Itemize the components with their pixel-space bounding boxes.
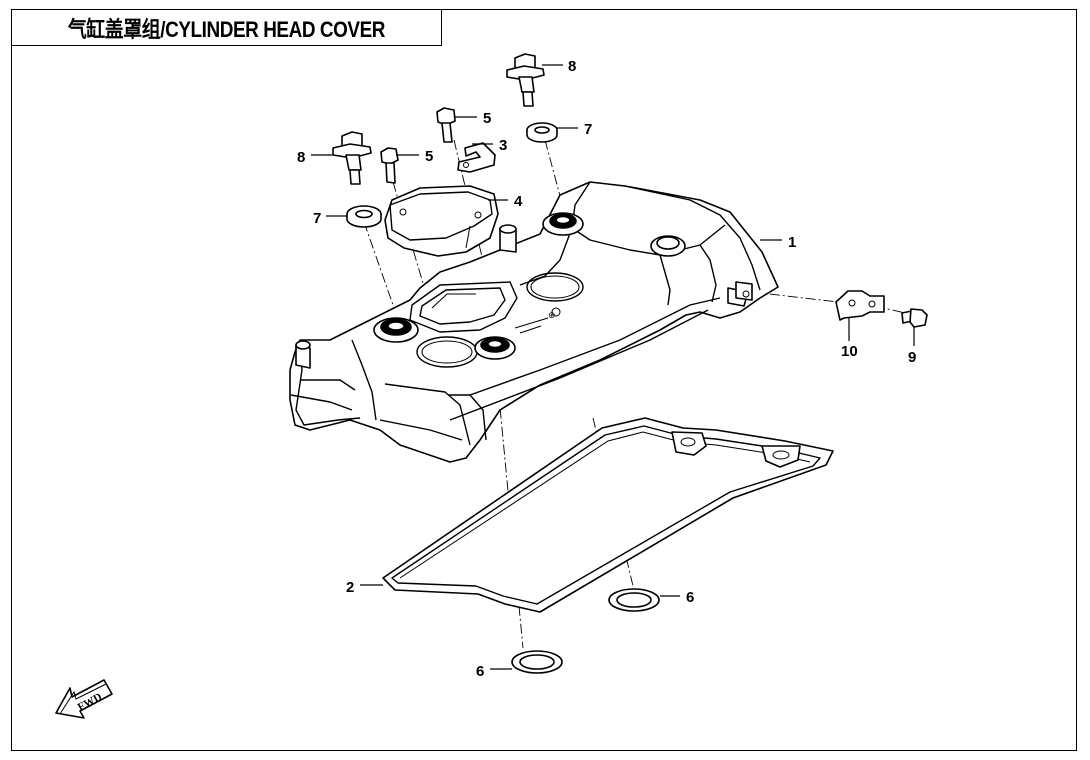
breather-plate (384, 185, 499, 257)
clamp-bracket (835, 290, 885, 321)
callout-8b: 8 (568, 58, 576, 75)
callout-6b: 6 (686, 589, 694, 606)
callout-5b: 5 (483, 110, 491, 127)
washer-7a (346, 205, 382, 228)
forward-arrow-icon: FWD (55, 679, 113, 719)
bolt-5b (436, 107, 456, 143)
callout-2: 2 (346, 579, 354, 596)
callout-8a: 8 (297, 149, 305, 166)
washer-7b (526, 122, 558, 143)
bracket (457, 142, 496, 173)
svg-text:⊕: ⊕ (548, 310, 556, 320)
drawing-frame (11, 9, 1077, 751)
callout-5a: 5 (425, 148, 433, 165)
callout-7b: 7 (584, 121, 592, 138)
gasket (382, 417, 834, 613)
callout-numbers: 1 2 3 4 5 5 6 6 7 7 8 8 9 10 (297, 58, 916, 680)
shoulder-bolt-8b (506, 53, 545, 107)
o-ring-6a (511, 650, 563, 674)
diagram-title: 气缸盖罩组/CYLINDER HEAD COVER (67, 16, 386, 42)
callout-6a: 6 (476, 663, 484, 680)
title-box: 气缸盖罩组/CYLINDER HEAD COVER (11, 9, 442, 46)
bolt-5a (380, 147, 399, 184)
cylinder-head-cover: ⊕ (289, 181, 779, 463)
callout-7a: 7 (313, 210, 321, 227)
callout-3: 3 (499, 137, 507, 154)
callout-10: 10 (841, 343, 858, 360)
bolt-9 (901, 308, 928, 328)
o-ring-6b (608, 588, 660, 612)
shoulder-bolt-8a (332, 131, 372, 185)
callout-1: 1 (788, 234, 796, 251)
callout-9: 9 (908, 349, 916, 366)
callout-leaders (311, 64, 915, 670)
callout-4: 4 (514, 193, 523, 210)
